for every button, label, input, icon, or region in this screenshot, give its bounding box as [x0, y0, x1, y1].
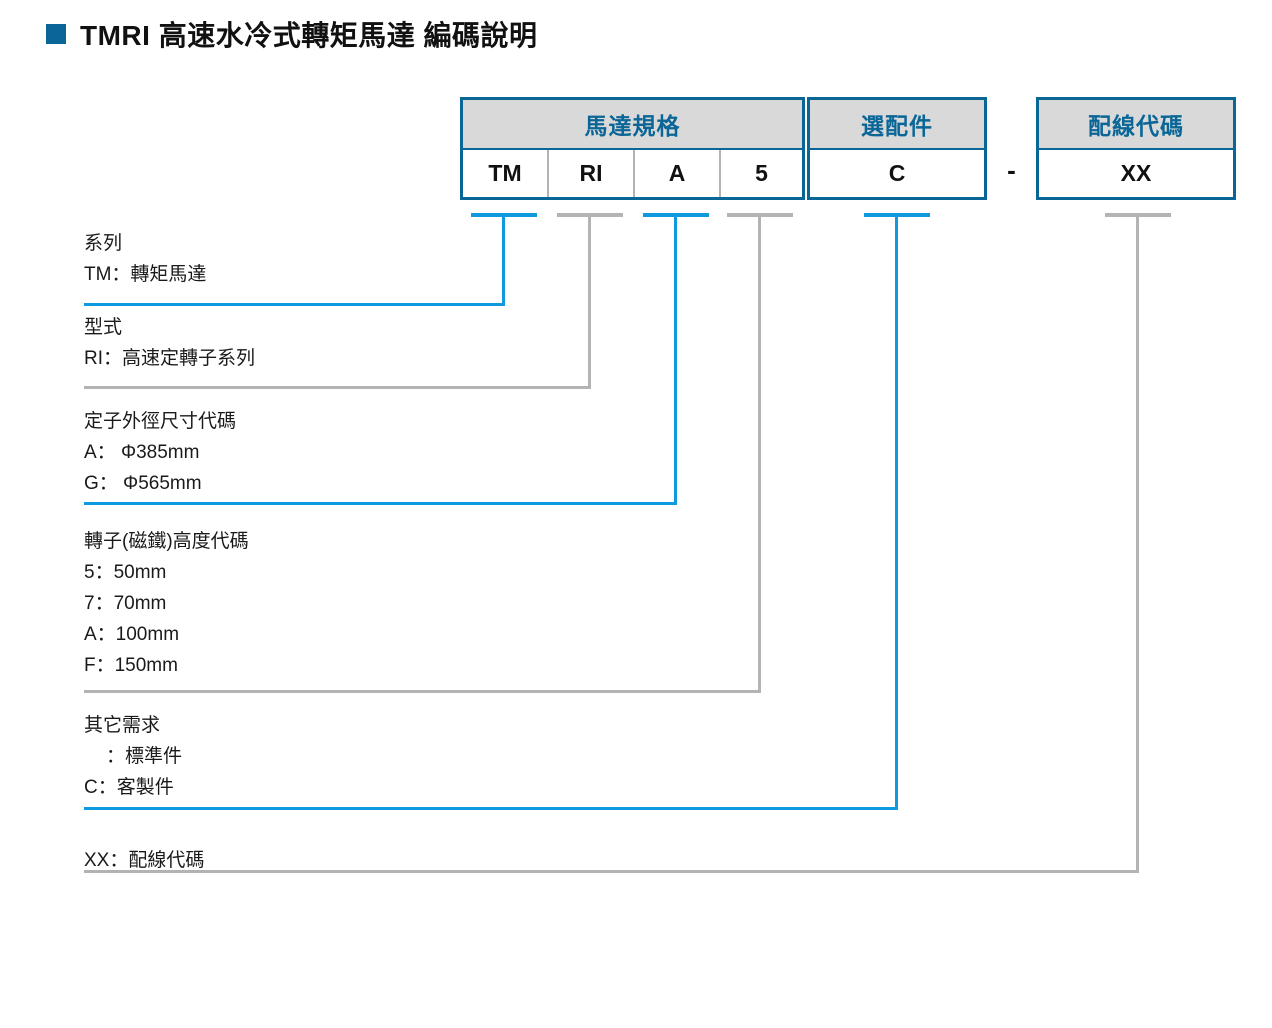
legend-title: 系列: [84, 233, 123, 254]
page-title: TMRI 高速水冷式轉矩馬達 編碼說明: [46, 14, 538, 54]
code-cell-xx: XX: [1120, 160, 1152, 186]
legend-entry: A： Φ385mm: [84, 442, 200, 463]
leader-vertical-series: [502, 213, 505, 306]
bullet-square-icon: [46, 24, 66, 44]
leader-vertical-type: [588, 213, 591, 389]
code-cell-tm: TM: [463, 150, 549, 197]
leader-vertical-other: [895, 213, 898, 810]
leader-horizontal-series: [84, 303, 505, 306]
legend-entry: XX：配線代碼: [84, 850, 205, 871]
code-cell-5: 5: [755, 160, 768, 186]
code-value-row-wiring: XX: [1039, 150, 1233, 197]
leader-horizontal-wiring: [84, 870, 1139, 873]
leader-horizontal-rotor: [84, 690, 761, 693]
leader-horizontal-type: [84, 386, 591, 389]
code-separator-dash: -: [1007, 155, 1016, 185]
leader-vertical-stator: [674, 213, 677, 505]
code-group-wiring: 配線代碼 XX: [1036, 97, 1236, 200]
legend-entry: G： Φ565mm: [84, 473, 202, 494]
legend-block-type: 型式 RI：高速定轉子系列: [84, 312, 255, 374]
code-group-motor-spec: 馬達規格 TM RI A 5: [460, 97, 805, 200]
legend-entry: TM：轉矩馬達: [84, 264, 207, 285]
code-group-header-label: 馬達規格: [584, 113, 681, 139]
legend-block-rotor-magnet-height: 轉子(磁鐵)高度代碼 5：50mm 7：70mm A：100mm F：150mm: [84, 526, 249, 681]
legend-entry: RI：高速定轉子系列: [84, 348, 256, 369]
code-cell-a: A: [635, 150, 721, 197]
legend-block-stator-outer-diameter: 定子外徑尺寸代碼 A： Φ385mm G： Φ565mm: [84, 406, 236, 499]
code-group-option: 選配件 C: [807, 97, 987, 200]
leader-vertical-wiring: [1136, 213, 1139, 873]
code-cell-c: C: [888, 160, 906, 186]
leader-vertical-rotor: [758, 213, 761, 693]
code-group-header-motor-spec: 馬達規格: [463, 100, 802, 150]
leader-horizontal-other: [84, 807, 898, 810]
legend-entry: F：150mm: [84, 655, 178, 676]
code-group-header-label: 配線代碼: [1088, 113, 1184, 139]
code-group-header-label: 選配件: [861, 113, 933, 139]
code-cell-ri: RI: [549, 150, 635, 197]
code-group-header-option: 選配件: [810, 100, 984, 150]
legend-title: 定子外徑尺寸代碼: [84, 411, 237, 432]
code-value-row-option: C: [810, 150, 984, 197]
legend-title: 其它需求: [84, 715, 161, 736]
page-title-text: TMRI 高速水冷式轉矩馬達 編碼說明: [80, 20, 538, 51]
legend-entry: ：標準件: [106, 746, 183, 767]
legend-block-wiring-code: XX：配線代碼: [84, 845, 204, 876]
code-value-row-motor-spec: TM RI A 5: [463, 150, 802, 197]
legend-block-series: 系列 TM：轉矩馬達: [84, 228, 206, 290]
legend-entry: 5：50mm: [84, 562, 167, 583]
legend-entry: A：100mm: [84, 624, 180, 645]
legend-title: 型式: [84, 317, 123, 338]
legend-title: 轉子(磁鐵)高度代碼: [84, 531, 249, 552]
legend-entry: C：客製件: [84, 777, 174, 798]
leader-horizontal-stator: [84, 502, 677, 505]
legend-block-other-requirement: 其它需求 ：標準件 C：客製件: [84, 710, 182, 803]
code-group-header-wiring: 配線代碼: [1039, 100, 1233, 150]
legend-entry: 7：70mm: [84, 593, 167, 614]
